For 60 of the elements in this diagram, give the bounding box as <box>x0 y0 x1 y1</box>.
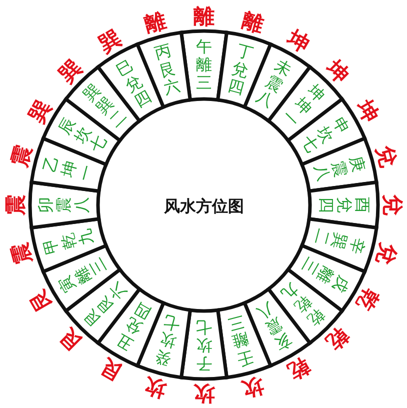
sector-label: 壬 <box>235 348 255 368</box>
sector-label: 子 <box>196 355 212 371</box>
sector-label: 艮 <box>158 60 178 80</box>
direction-label: 離 <box>240 10 266 36</box>
sector-label: 酉 <box>354 197 370 213</box>
direction-label: 兌 <box>382 194 404 216</box>
sector-label: 三 <box>226 313 246 333</box>
sector-label: 七 <box>162 313 182 333</box>
sector-label: 乙 <box>42 154 62 174</box>
sector-label: 兌 <box>336 197 352 213</box>
sector-label: 九 <box>76 226 96 246</box>
direction-label: 離 <box>194 6 214 26</box>
direction-label: 巽 <box>26 96 55 125</box>
sector-label: 坎 <box>158 330 178 350</box>
sector-label: 坎 <box>196 337 212 353</box>
sector-label: 巽 <box>329 231 350 252</box>
direction-label: 坎 <box>240 374 266 400</box>
sector-label: 震 <box>56 197 72 213</box>
sector-label: 乾 <box>58 231 79 252</box>
sector-label: 八 <box>74 197 90 213</box>
sector-label: 辛 <box>346 236 366 256</box>
sector-label: 午 <box>196 39 212 55</box>
sector-label: 四 <box>226 77 246 97</box>
sector-label: 庚 <box>346 154 366 174</box>
direction-label: 巽 <box>56 56 86 86</box>
sector-label: 離 <box>230 330 250 350</box>
center-title: 风水方位图 <box>164 196 244 218</box>
direction-label: 乾 <box>353 285 382 314</box>
direction-label: 艮 <box>95 354 124 384</box>
direction-label: 坎 <box>142 374 168 400</box>
direction-label: 艮 <box>56 324 86 354</box>
direction-label: 震 <box>8 241 34 267</box>
direction-label: 艮 <box>26 285 55 314</box>
sector-label: 七 <box>196 319 212 335</box>
direction-label: 兌 <box>374 143 400 169</box>
sector-label: 四 <box>318 197 334 213</box>
direction-label: 乾 <box>322 324 352 354</box>
direction-label: 坎 <box>194 384 214 404</box>
direction-label: 坤 <box>284 26 313 56</box>
sector-label: 丙 <box>153 42 173 62</box>
sector-label: 癸 <box>153 348 173 368</box>
sector-label: 丁 <box>235 42 255 62</box>
direction-label: 兌 <box>374 241 400 267</box>
direction-label: 震 <box>4 194 26 216</box>
direction-label: 乾 <box>284 354 313 384</box>
sector-label: 三 <box>196 75 212 91</box>
sector-label: 甲 <box>42 236 62 256</box>
sector-label: 一 <box>76 164 96 184</box>
sector-label: 離 <box>196 57 212 73</box>
sector-label: 兌 <box>230 60 250 80</box>
direction-label: 坤 <box>353 96 382 125</box>
sector-label: 坤 <box>58 158 79 179</box>
direction-label: 巽 <box>95 26 124 56</box>
sector-label: 卯 <box>38 197 54 213</box>
sector-label: 八 <box>312 164 332 184</box>
sector-label: 震 <box>329 158 350 179</box>
direction-label: 坤 <box>322 56 352 86</box>
sector-label: 六 <box>162 77 182 97</box>
direction-label: 離 <box>142 10 168 36</box>
direction-label: 震 <box>8 143 34 169</box>
